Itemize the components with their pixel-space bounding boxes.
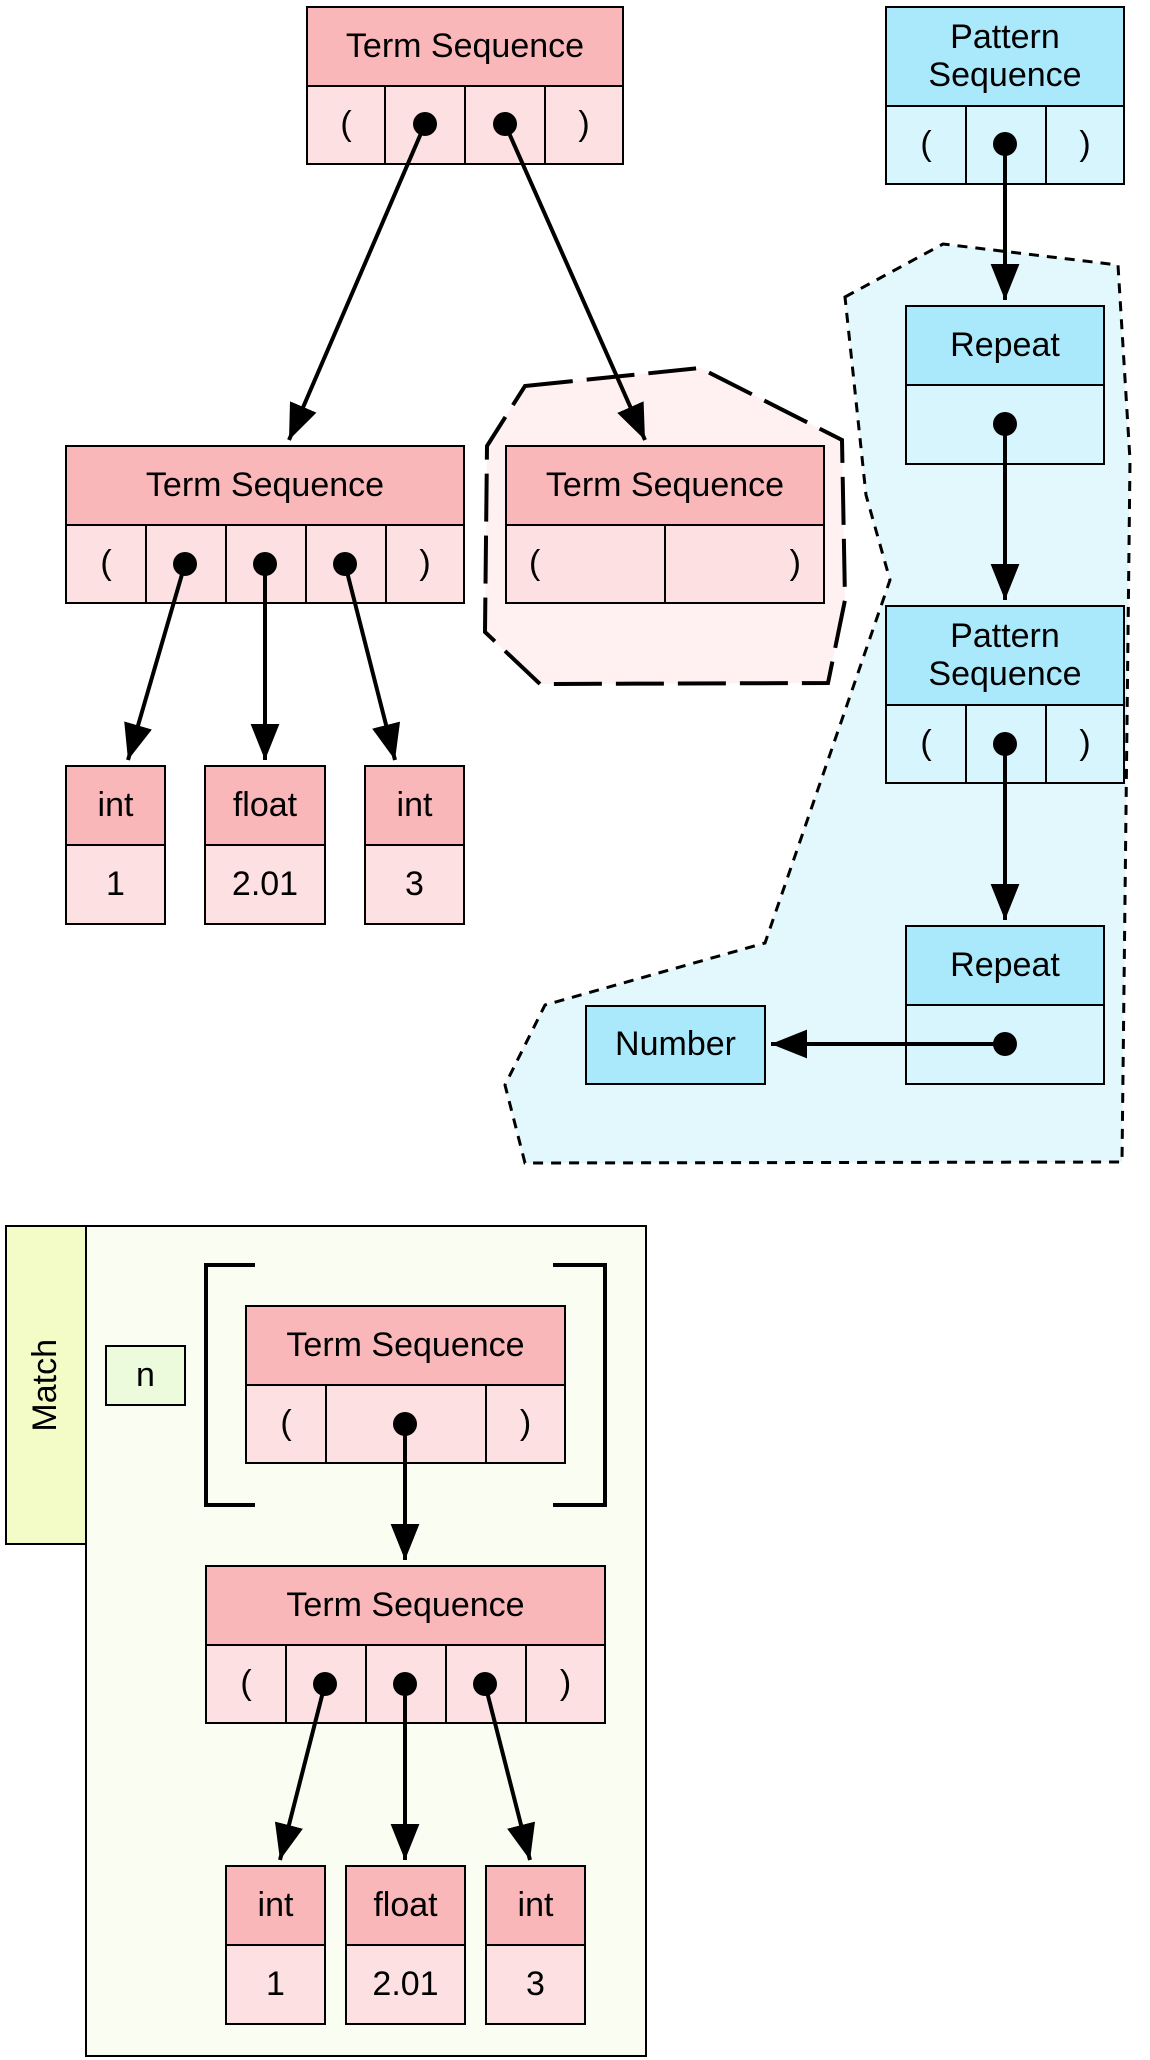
empty-term-sequence-header: Term Sequence	[505, 445, 825, 526]
upper-term-2-type: float	[204, 765, 326, 846]
top-pattern-open-paren: (	[885, 105, 967, 185]
match-term-open-paren: (	[205, 1644, 287, 1724]
top-term-sequence-header: Term Sequence	[306, 6, 624, 87]
empty-term-close-paren: )	[664, 524, 825, 604]
match-term-close-paren: )	[525, 1644, 606, 1724]
inner-pattern-slot	[965, 704, 1047, 784]
upper-term-1-value: 1	[65, 844, 166, 925]
match-pattern-close-paren: )	[485, 1384, 566, 1464]
top-term-slot-1	[384, 85, 466, 165]
left-term-open-paren: (	[65, 524, 147, 604]
empty-term-open-paren: (	[505, 524, 666, 604]
match-term-2-value: 2.01	[345, 1944, 466, 2025]
repeat-2-slot	[905, 1004, 1105, 1085]
top-term-close-paren: )	[544, 85, 624, 165]
upper-term-3-value: 3	[364, 844, 465, 925]
match-term-1-value: 1	[225, 1944, 326, 2025]
match-term-slot-2	[365, 1644, 447, 1724]
repeat-2-header: Repeat	[905, 925, 1105, 1006]
match-term-1-type: int	[225, 1865, 326, 1946]
match-term-slot-1	[285, 1644, 367, 1724]
inner-pattern-sequence-header: Pattern Sequence	[885, 605, 1125, 706]
match-term-3-value: 3	[485, 1944, 586, 2025]
left-term-slot-2	[225, 524, 307, 604]
match-pattern-open-paren: (	[245, 1384, 327, 1464]
top-pattern-close-paren: )	[1045, 105, 1125, 185]
upper-term-3-type: int	[364, 765, 465, 846]
match-term-sequence-header: Term Sequence	[205, 1565, 606, 1646]
repeat-1-header: Repeat	[905, 305, 1105, 386]
left-term-sequence-header: Term Sequence	[65, 445, 465, 526]
left-term-slot-3	[305, 524, 387, 604]
upper-term-1-type: int	[65, 765, 166, 846]
top-term-open-paren: (	[306, 85, 386, 165]
match-term-3-type: int	[485, 1865, 586, 1946]
top-pattern-sequence-header: Pattern Sequence	[885, 6, 1125, 107]
repeat-1-slot	[905, 384, 1105, 465]
match-label: Match	[26, 1338, 65, 1432]
left-term-slot-1	[145, 524, 227, 604]
upper-term-2-value: 2.01	[204, 844, 326, 925]
match-tab: Match	[5, 1225, 87, 1545]
top-pattern-slot	[965, 105, 1047, 185]
match-pattern-slot	[325, 1384, 487, 1464]
match-term-2-type: float	[345, 1865, 466, 1946]
number-node: Number	[585, 1005, 766, 1085]
inner-pattern-close-paren: )	[1045, 704, 1125, 784]
match-term-slot-3	[445, 1644, 527, 1724]
top-term-slot-2	[464, 85, 546, 165]
match-pattern-term-sequence-header: Term Sequence	[245, 1305, 566, 1386]
variable-n-box: n	[105, 1345, 186, 1406]
left-term-close-paren: )	[385, 524, 465, 604]
inner-pattern-open-paren: (	[885, 704, 967, 784]
